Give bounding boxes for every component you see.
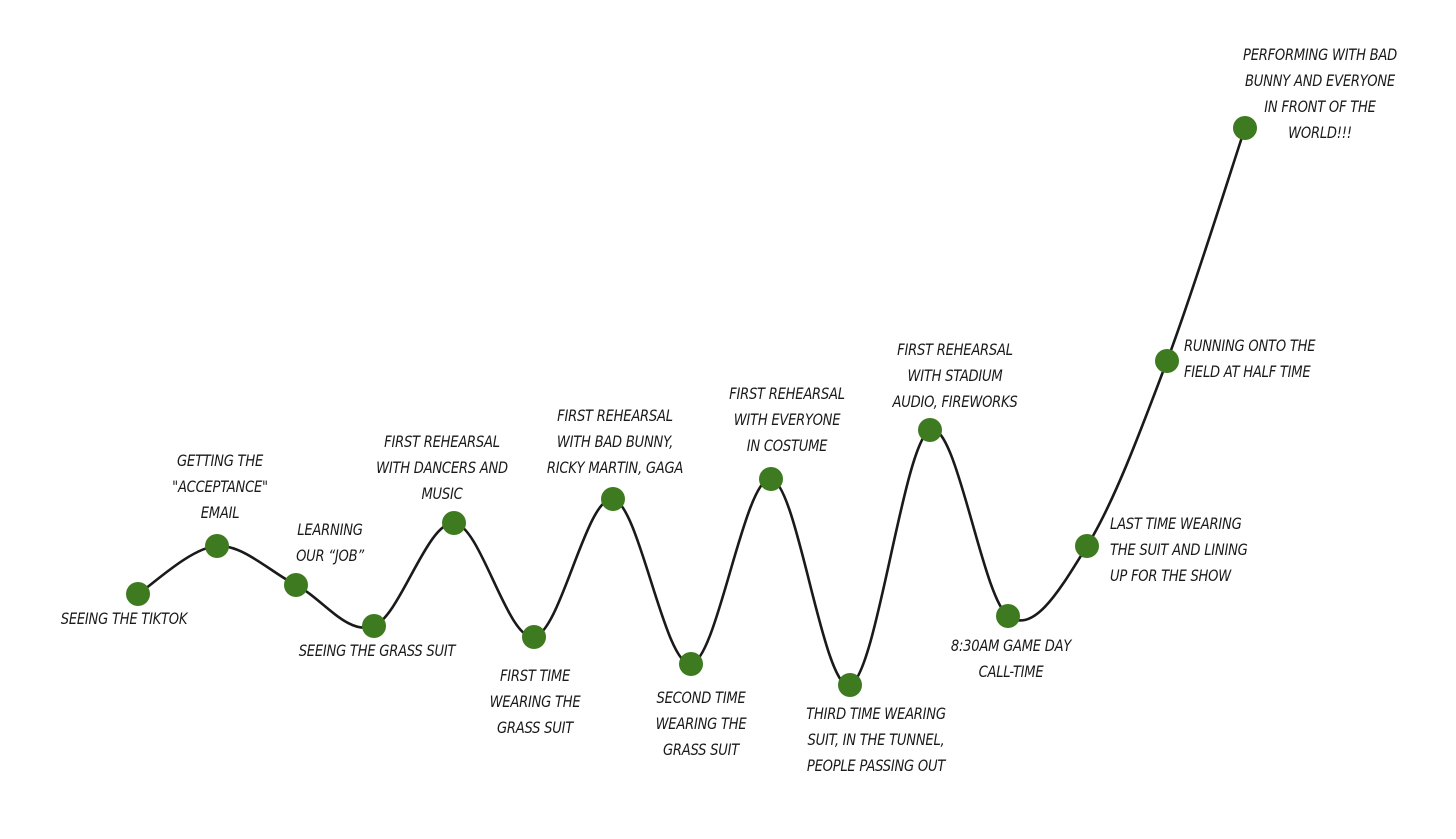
label-line: THE SUIT AND LINING	[1110, 540, 1248, 559]
label-line: WITH BAD BUNNY,	[556, 432, 674, 451]
label-line: EMAIL	[200, 503, 240, 522]
label-line: SEEING THE TIKTOK	[60, 609, 188, 628]
milestone-label-3: LEARNING OUR “JOB”	[273, 517, 388, 569]
label-line: PERFORMING WITH BAD	[1243, 45, 1397, 64]
milestone-dot-4	[362, 614, 386, 638]
milestone-label-10: THIRD TIME WEARING SUIT, IN THE TUNNEL, …	[790, 701, 962, 779]
label-line: GRASS SUIT	[663, 740, 739, 759]
label-line: LAST TIME WEARING	[1110, 514, 1242, 533]
milestone-label-8: SECOND TIME WEARING THE GRASS SUIT	[640, 685, 763, 763]
label-line: FIRST REHEARSAL	[557, 406, 673, 425]
milestone-label-11: FIRST REHEARSAL WITH STADIUM AUDIO, FIRE…	[877, 337, 1033, 415]
label-line: WITH STADIUM	[907, 366, 1003, 385]
label-line: RUNNING ONTO THE	[1184, 336, 1316, 355]
milestone-dot-8	[679, 652, 703, 676]
label-line: MUSIC	[421, 484, 463, 503]
label-line: IN FRONT OF THE	[1264, 97, 1376, 116]
label-line: WITH EVERYONE	[733, 410, 841, 429]
milestone-label-2: GETTING THE "ACCEPTANCE" EMAIL	[154, 448, 285, 526]
label-line: WORLD!!!	[1288, 123, 1352, 142]
milestone-label-6: FIRST TIME WEARING THE GRASS SUIT	[474, 663, 597, 741]
milestone-label-1: SEEING THE TIKTOK	[58, 606, 189, 632]
label-line: WEARING THE	[655, 714, 747, 733]
label-line: WEARING THE	[489, 692, 581, 711]
milestone-dot-7	[601, 487, 625, 511]
label-line: BUNNY AND EVERYONE	[1245, 71, 1395, 90]
label-line: WITH DANCERS AND	[376, 458, 508, 477]
label-line: 8:30AM GAME DAY	[950, 636, 1072, 655]
label-line: FIRST REHEARSAL	[729, 384, 845, 403]
milestone-dot-12	[996, 604, 1020, 628]
milestone-dot-5	[442, 511, 466, 535]
label-line: FIELD AT HALF TIME	[1184, 362, 1311, 381]
label-line: UP FOR THE SHOW	[1110, 566, 1232, 585]
milestone-label-15: PERFORMING WITH BAD BUNNY AND EVERYONE I…	[1230, 42, 1410, 146]
milestone-dots	[126, 116, 1257, 697]
label-line: SECOND TIME	[656, 688, 746, 707]
milestone-dot-2	[205, 534, 229, 558]
milestone-dot-1	[126, 582, 150, 606]
label-line: OUR “JOB”	[296, 546, 364, 565]
milestone-label-5: FIRST REHEARSAL WITH DANCERS AND MUSIC	[368, 429, 516, 507]
milestone-dot-10	[838, 673, 862, 697]
label-line: FIRST REHEARSAL	[384, 432, 500, 451]
label-line: "ACCEPTANCE"	[172, 477, 268, 496]
milestone-dot-11	[918, 418, 942, 442]
milestone-label-13: LAST TIME WEARING THE SUIT AND LINING UP…	[1110, 511, 1299, 589]
milestone-label-9: FIRST REHEARSAL WITH EVERYONE IN COSTUME	[713, 381, 861, 459]
label-line: FIRST TIME	[499, 666, 571, 685]
label-line: IN COSTUME	[746, 436, 828, 455]
label-line: SEEING THE GRASS SUIT	[298, 641, 456, 660]
milestone-label-7: FIRST REHEARSAL WITH BAD BUNNY, RICKY MA…	[529, 403, 701, 481]
label-line: FIRST REHEARSAL	[897, 340, 1013, 359]
milestone-label-14: RUNNING ONTO THE FIELD AT HALF TIME	[1184, 333, 1356, 385]
label-line: GRASS SUIT	[497, 718, 573, 737]
label-line: THIRD TIME WEARING	[806, 704, 946, 723]
label-line: SUIT, IN THE TUNNEL,	[807, 730, 945, 749]
label-line: LEARNING	[297, 520, 363, 539]
label-line: AUDIO, FIREWORKS	[892, 392, 1018, 411]
label-line: RICKY MARTIN, GAGA	[546, 458, 684, 477]
label-line: CALL-TIME	[978, 662, 1044, 681]
label-line: PEOPLE PASSING OUT	[806, 756, 946, 775]
milestone-label-4: SEEING THE GRASS SUIT	[283, 638, 472, 664]
milestone-dot-9	[759, 467, 783, 491]
milestone-dot-15	[1233, 116, 1257, 140]
label-line: GETTING THE	[177, 451, 263, 470]
milestone-label-12: 8:30AM GAME DAY CALL-TIME	[937, 633, 1085, 685]
milestone-dot-3	[284, 573, 308, 597]
milestone-dot-6	[522, 625, 546, 649]
milestone-dot-13	[1075, 534, 1099, 558]
milestone-dot-14	[1155, 349, 1179, 373]
